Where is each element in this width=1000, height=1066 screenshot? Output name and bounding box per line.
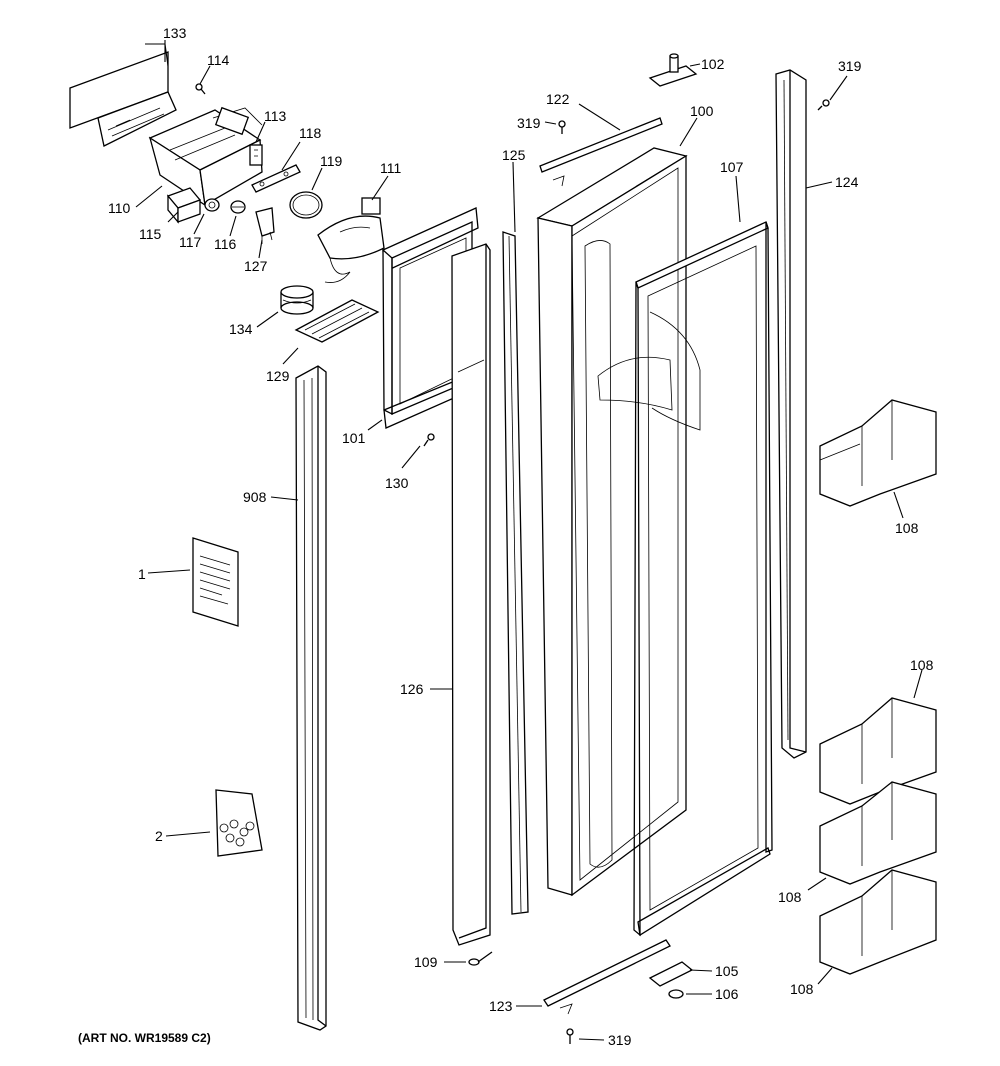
part-102-hinge bbox=[648, 53, 698, 87]
callout-1: 1 bbox=[138, 566, 146, 582]
callout-108-4: 108 bbox=[790, 981, 814, 997]
part-319-screw-right bbox=[817, 99, 830, 111]
part-106-bushing bbox=[668, 989, 684, 999]
part-107-liner bbox=[633, 221, 773, 937]
leader-lines bbox=[135, 40, 923, 1041]
callout-115: 115 bbox=[139, 226, 162, 242]
part-134-cylinder bbox=[280, 285, 314, 315]
callout-127: 127 bbox=[244, 258, 268, 274]
part-125-channel bbox=[502, 231, 529, 915]
part-118-bracket bbox=[251, 164, 301, 193]
callout-134: 134 bbox=[229, 321, 253, 337]
callout-124: 124 bbox=[835, 174, 859, 190]
callout-109: 109 bbox=[414, 954, 438, 970]
part-908-trim-strip bbox=[295, 365, 327, 1031]
callout-319-right: 319 bbox=[838, 58, 862, 74]
part-108-bin-1 bbox=[819, 399, 937, 507]
callout-116: 116 bbox=[214, 236, 237, 252]
part-119-ring bbox=[289, 191, 323, 219]
part-114-screw bbox=[195, 83, 206, 95]
callout-108-2: 108 bbox=[910, 657, 934, 673]
callout-126: 126 bbox=[400, 681, 424, 697]
callout-319-bottom: 319 bbox=[608, 1032, 632, 1048]
callout-130: 130 bbox=[385, 475, 409, 491]
callout-107: 107 bbox=[720, 159, 744, 175]
callout-2: 2 bbox=[155, 828, 163, 844]
art-number-caption: (ART NO. WR19589 C2) bbox=[78, 1031, 211, 1045]
callout-123: 123 bbox=[489, 998, 513, 1014]
part-110-housing bbox=[148, 106, 263, 207]
callout-108-3: 108 bbox=[778, 889, 802, 905]
callout-113: 113 bbox=[264, 108, 287, 124]
part-319-screw-top bbox=[558, 120, 566, 134]
callout-101: 101 bbox=[342, 430, 366, 446]
callout-114: 114 bbox=[207, 52, 230, 68]
part-109-screw bbox=[468, 951, 493, 966]
callout-129: 129 bbox=[266, 368, 290, 384]
part-129-grille bbox=[294, 299, 380, 343]
callout-110: 110 bbox=[108, 200, 131, 216]
callout-125: 125 bbox=[502, 147, 526, 163]
part-124-trim bbox=[775, 69, 807, 759]
part-130-screw bbox=[423, 433, 435, 447]
callout-105: 105 bbox=[715, 963, 739, 979]
part-101-frame bbox=[382, 207, 479, 429]
part-126-panel bbox=[451, 243, 491, 946]
callout-111: 111 bbox=[380, 160, 401, 176]
callout-117: 117 bbox=[179, 234, 202, 250]
part-2-hardware-bag bbox=[215, 789, 263, 857]
part-115-solenoid bbox=[166, 187, 202, 224]
callout-labels: 133 114 113 118 119 111 110 115 117 116 … bbox=[78, 25, 934, 1048]
callout-108-1: 108 bbox=[895, 520, 919, 536]
callout-118: 118 bbox=[299, 125, 322, 141]
callout-102: 102 bbox=[701, 56, 725, 72]
part-100-door bbox=[536, 147, 688, 897]
callout-133: 133 bbox=[163, 25, 187, 41]
callout-908: 908 bbox=[243, 489, 267, 505]
part-133-card bbox=[69, 51, 177, 147]
part-116-fitting bbox=[230, 200, 246, 214]
callout-119: 119 bbox=[320, 153, 343, 169]
part-127-clip bbox=[255, 207, 275, 244]
part-105-hinge bbox=[648, 961, 694, 987]
part-113-switch bbox=[249, 144, 263, 166]
callout-122: 122 bbox=[546, 91, 570, 107]
callout-106: 106 bbox=[715, 986, 739, 1002]
part-108-bin-4 bbox=[819, 869, 937, 975]
part-1-booklet bbox=[192, 537, 239, 627]
part-122-trim bbox=[539, 117, 663, 187]
part-108-bin-2 bbox=[819, 697, 937, 805]
callout-319-top: 319 bbox=[517, 115, 541, 131]
part-117-fitting bbox=[204, 198, 220, 212]
part-123-trim bbox=[543, 939, 671, 1015]
part-108-bin-3 bbox=[819, 781, 937, 885]
part-111-chute bbox=[317, 197, 385, 283]
part-319-screw-bottom bbox=[566, 1028, 574, 1044]
callout-100: 100 bbox=[690, 103, 714, 119]
